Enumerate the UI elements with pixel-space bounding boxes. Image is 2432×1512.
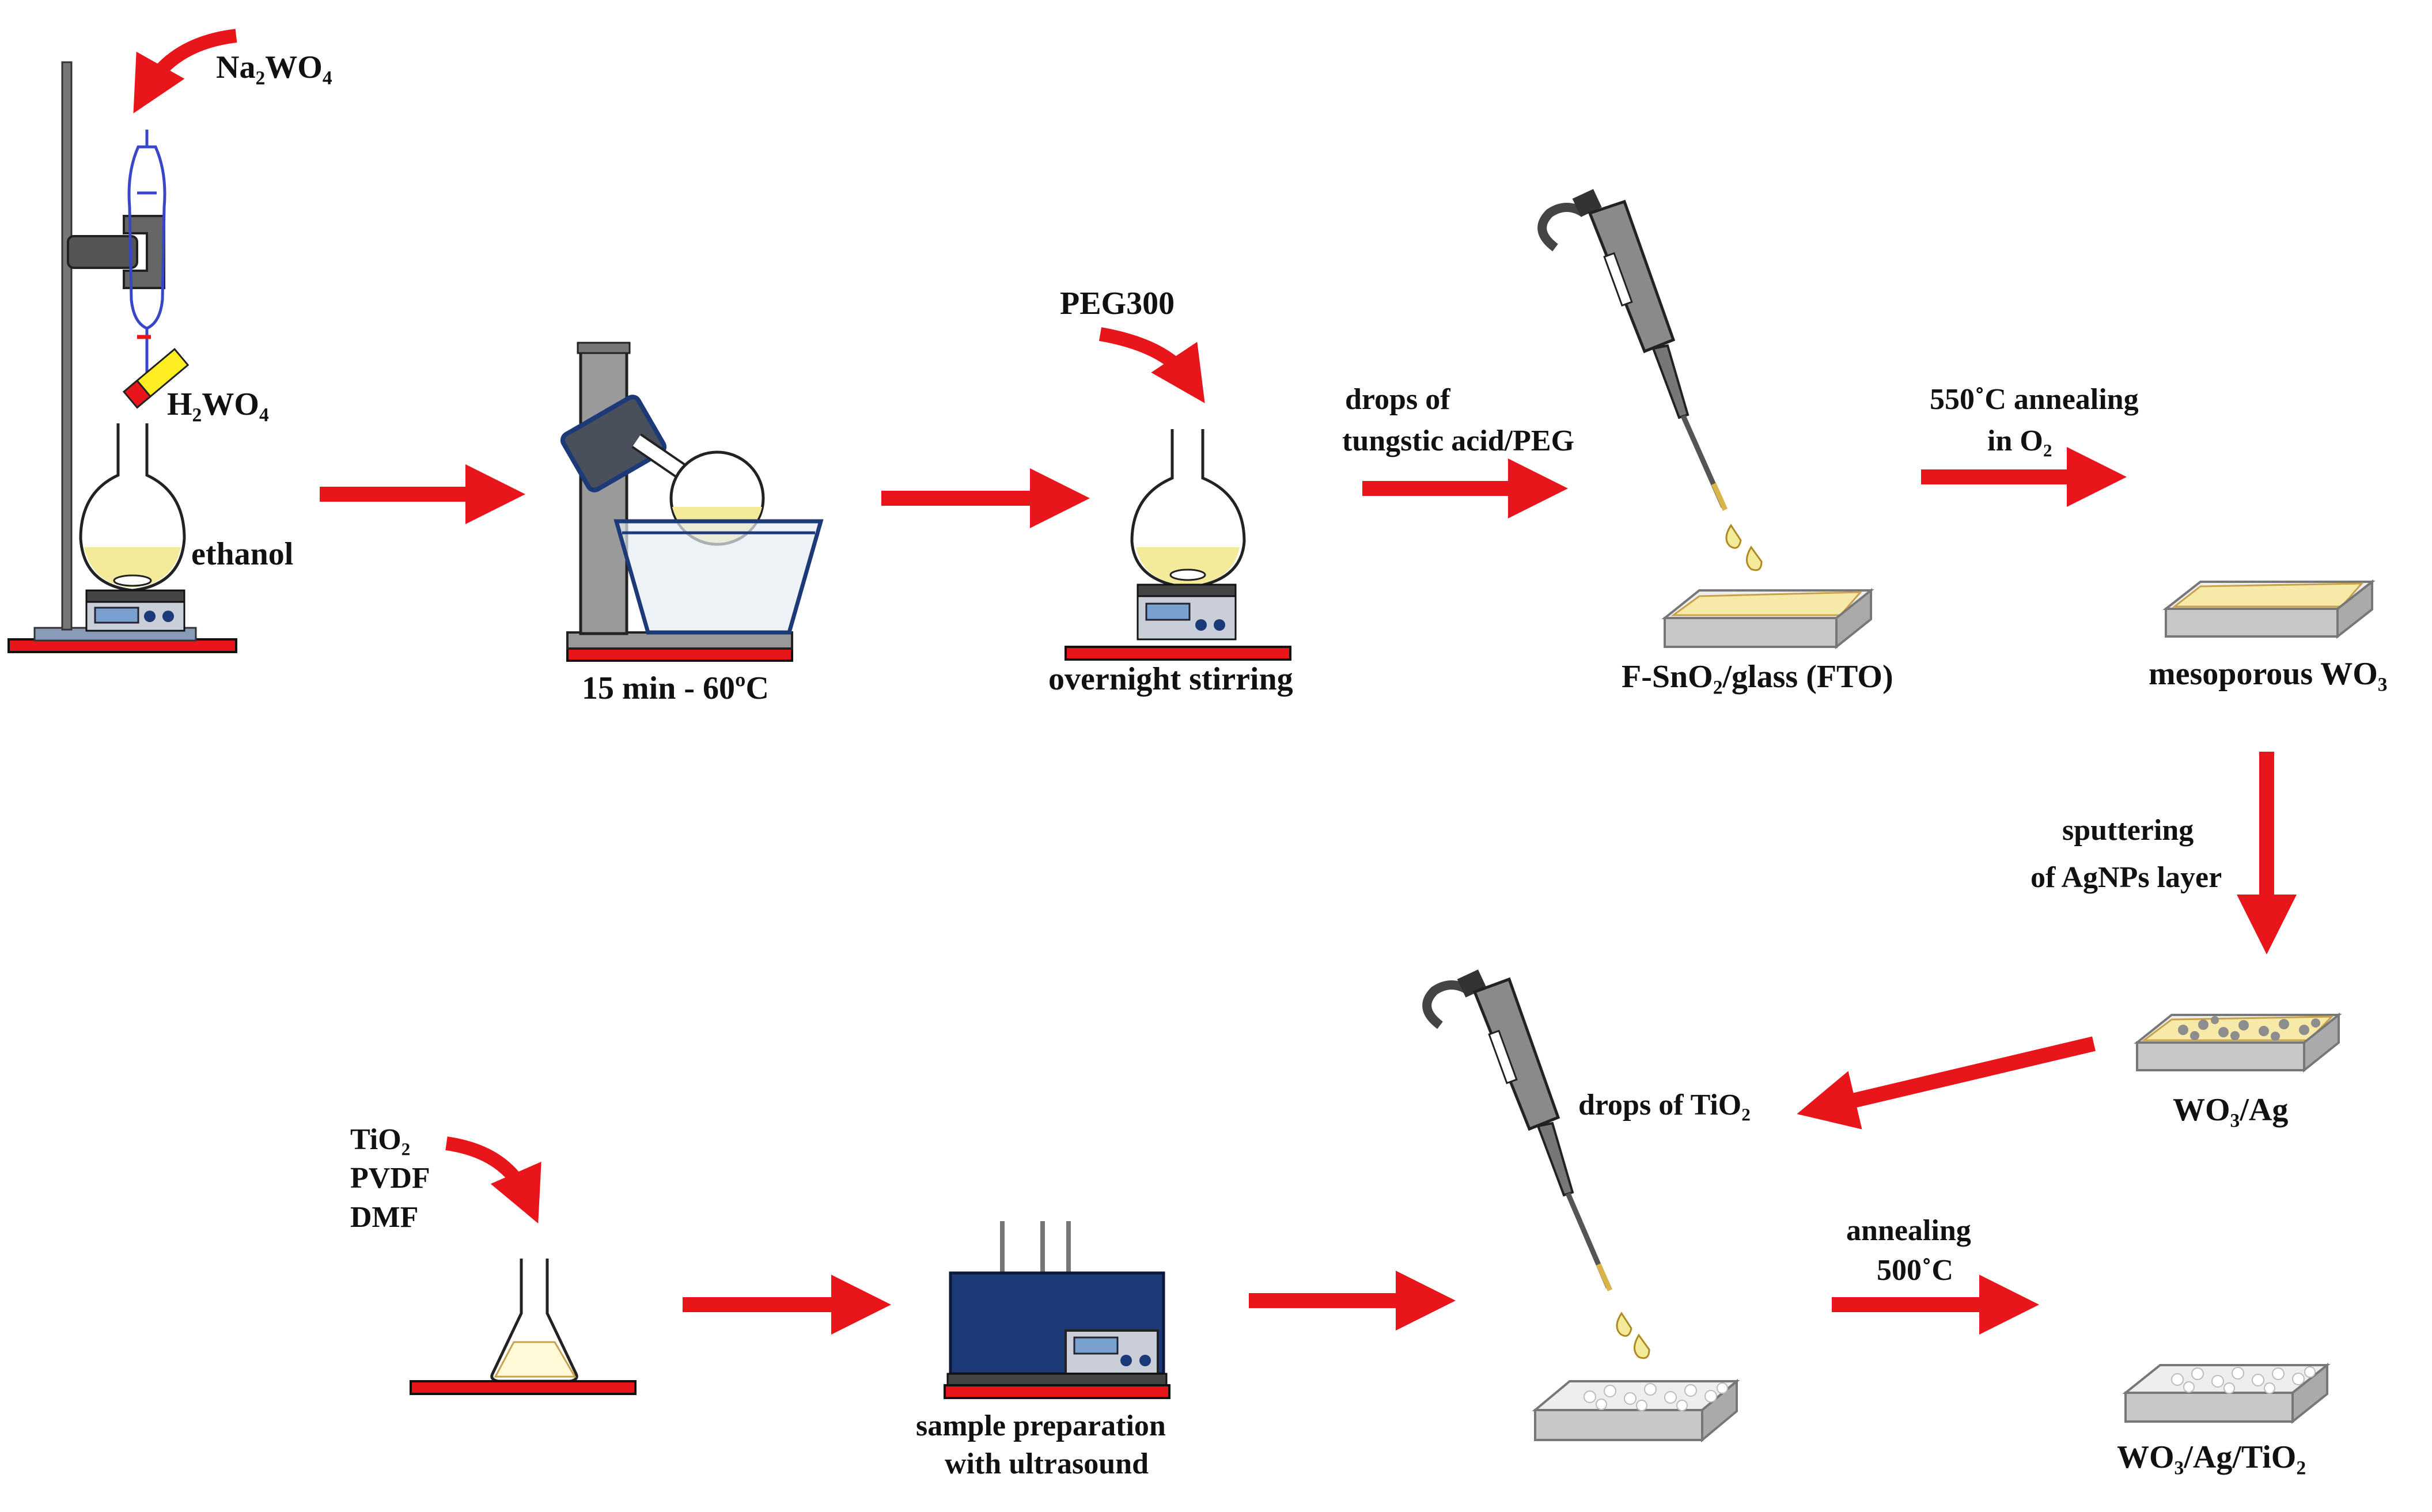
label-mesoporous: mesoporous WO₃ [2149,656,2388,692]
arrow-precursor [445,1136,541,1223]
label-anneal550-line1: 550˚C annealing [1930,383,2139,416]
label-fto: F-SnO₂/glass (FTO) [1622,659,1893,695]
label-anneal550-line2: in O₂ [1987,425,2052,457]
final-substrate [2122,1362,2331,1424]
rotary-evaporator [560,342,824,662]
label-pvdf: PVDF [350,1162,430,1195]
stand-setup [7,29,237,653]
label-drops-line1: drops of [1345,383,1450,416]
label-anneal500-line2: 500˚C [1877,1254,1953,1287]
label-ultra-line2: with ultrasound [945,1447,1149,1480]
label-h2wo4: H₂WO₄ [167,386,269,422]
label-dmf: DMF [350,1201,418,1234]
erlenmeyer-flask [410,1259,637,1395]
pipette-2 [1422,969,1613,1291]
wo3-ag-substrate [2134,1012,2342,1073]
label-ethanol: ethanol [191,536,293,572]
label-drops-line2: tungstic acid/PEG [1342,425,1574,457]
label-tio2: TiO₂ [350,1123,410,1156]
label-anneal500-line1: annealing [1846,1214,1971,1247]
round-flask [79,423,186,592]
mesoporous-substrate [2162,579,2376,639]
label-drops-tio2: drops of TiO₂ [1578,1089,1751,1121]
label-sputter-line1: sputtering [2062,814,2194,847]
arrow-na2wo4 [133,29,237,113]
arrow-peg300 [1098,327,1205,403]
label-na2wo4: Na₂WO₄ [216,50,332,85]
tio2-coated-substrate [1532,1378,1740,1443]
droplets-2 [1616,1312,1650,1359]
label-sputter-line2: of AgNPs layer [2031,861,2222,894]
ultrasonic-bath [944,1221,1170,1399]
label-wo3ag: WO₃/Ag [2173,1092,2288,1128]
label-overnight: overnight stirring [1048,661,1293,697]
fto-substrate [1661,588,1874,650]
stirring-flask-setup [1065,327,1291,661]
test-tube [122,347,190,409]
label-peg300: PEG300 [1060,286,1175,321]
water-bath [613,519,824,635]
droplets-1 [1725,524,1763,571]
label-15min: 15 min - 60ºC [582,670,769,706]
label-ultra-line1: sample preparation [916,1409,1166,1442]
label-final: WO₃/Ag/TiO₂ [2117,1439,2306,1475]
pipette-1 [1537,189,1728,511]
hotplate [85,589,185,632]
arrow-6 [1797,1036,2096,1130]
